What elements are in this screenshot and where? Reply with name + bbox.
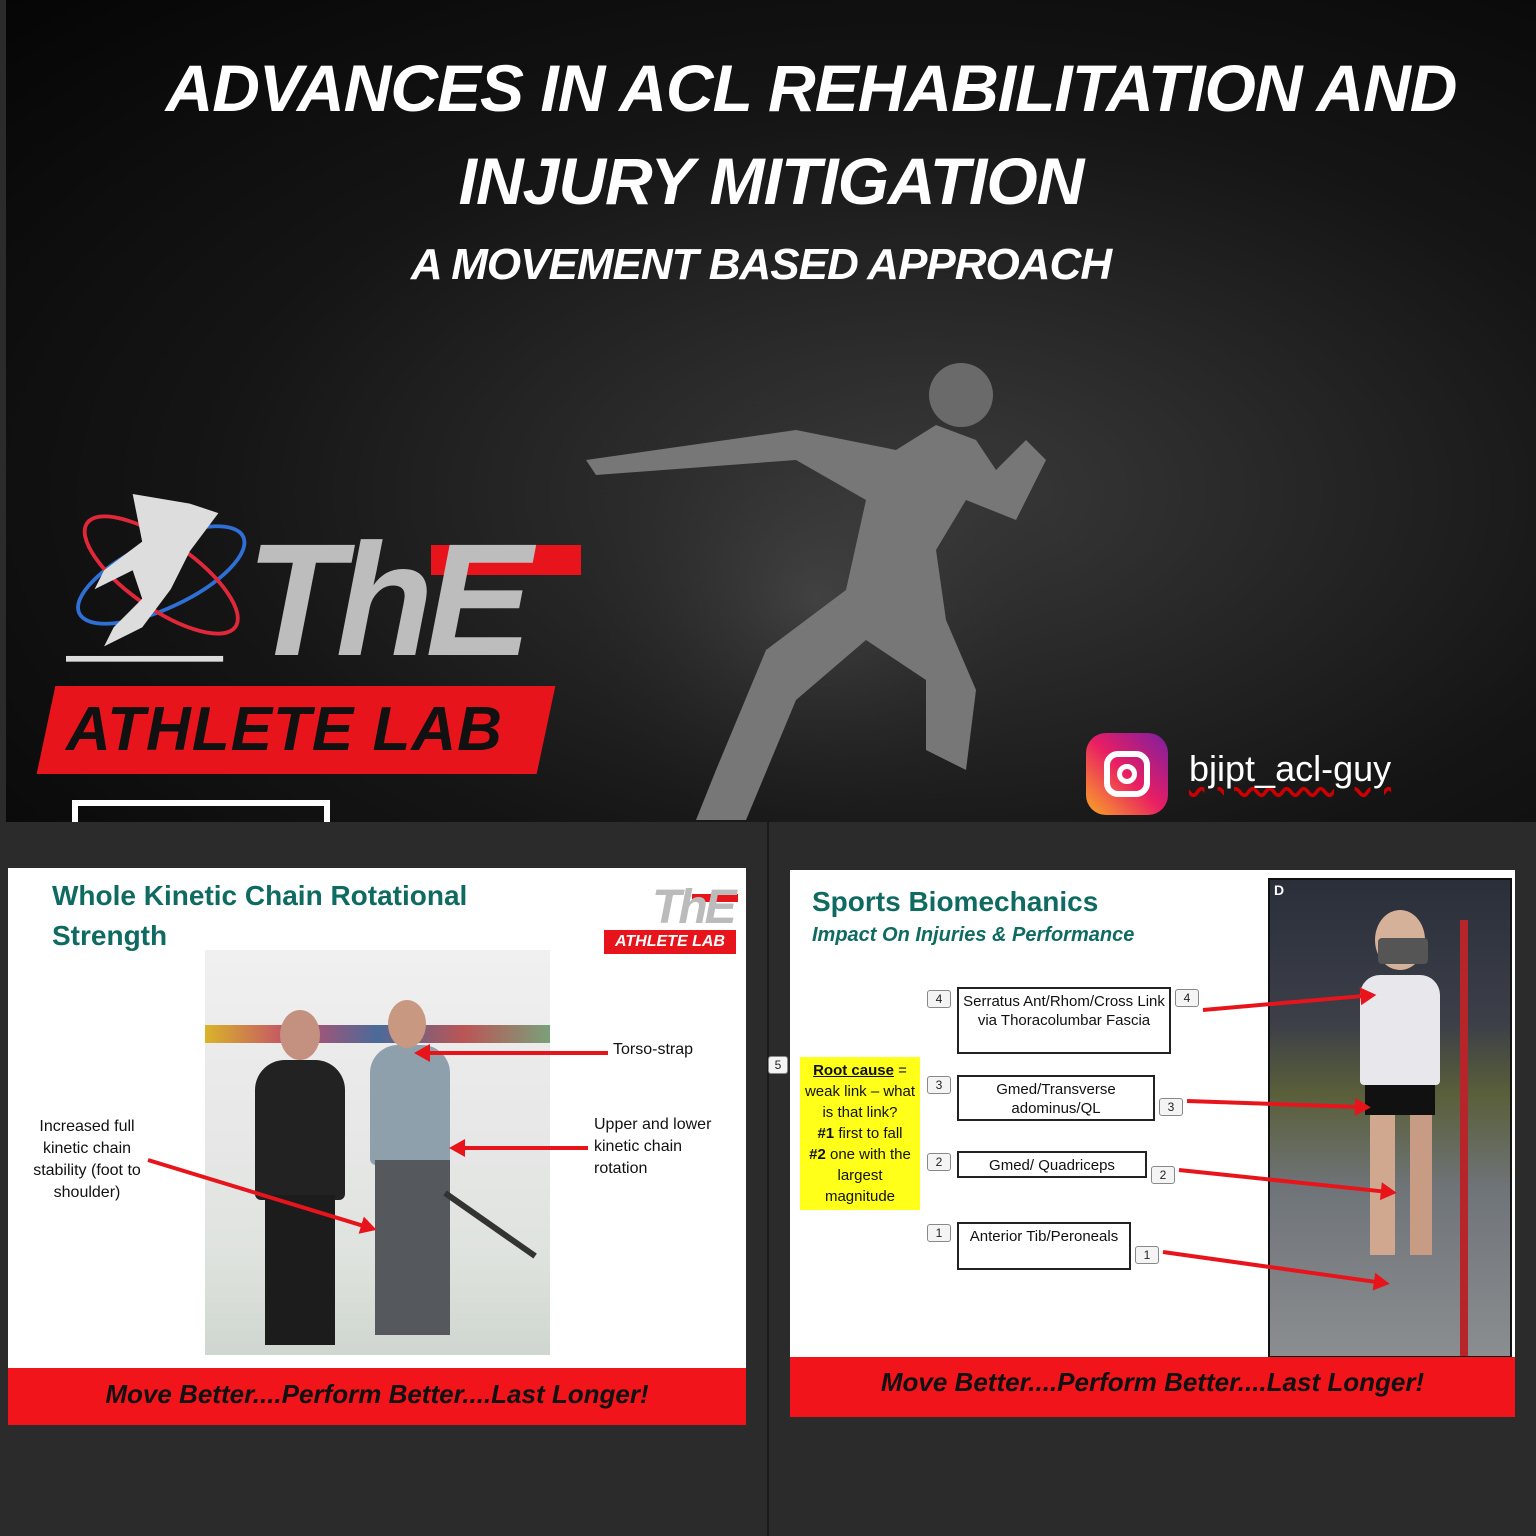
logo-lab-text: ATHLETE LAB [604,930,736,954]
priority-2-text: one with the largest magnitude [824,1146,911,1205]
arrow-torso [414,1044,608,1062]
label-rotation: Upper and lower kinetic chain rotation [594,1116,712,1177]
subtitle: A MOVEMENT BASED APPROACH [410,240,1112,289]
rank-badge: 2 [927,1153,951,1171]
title-line-1: ADVANCES IN ACL REHABILITATION AND [165,51,1458,125]
rank-badge: 4 [927,990,951,1008]
athlete-landing-photo: D [1268,878,1512,1358]
root-cause-heading: Root cause [813,1062,894,1079]
label-stability: Increased full kinetic chain stability (… [33,1118,141,1201]
rank-badge: 1 [927,1224,951,1242]
runner-orbit-icon [66,494,247,662]
rank-badge: 4 [1175,989,1199,1007]
logo-red-bar [692,894,738,902]
root-cause-text: = weak link – what is that link? [804,1062,916,1121]
athlete-lab-logo [46,480,247,680]
link-text: Gmed/ Quadriceps [989,1157,1115,1174]
logo-the-text: ThE [652,881,737,934]
slide-title: Sports Biomechanics [812,886,1099,917]
arrow-rotation [449,1139,588,1157]
link-text: Anterior Tib/Peroneals [969,1228,1119,1245]
instagram-icon[interactable] [1086,733,1168,815]
title-line-2: INJURY MITIGATION [458,144,1085,218]
link-text: Gmed/Transverse adominus/QL [996,1081,1116,1117]
link-text: Serratus Ant/Rhom/Cross Link via Thoraco… [963,993,1165,1029]
slide-footer: Move Better....Perform Better....Last Lo… [8,1368,746,1425]
qr-code[interactable] [72,800,330,822]
slide-title: Whole Kinetic Chain Rotational Strength [52,880,468,951]
rank-badge: 1 [1135,1246,1159,1264]
priority-2-label: #2 [809,1146,826,1163]
priority-1-label: #1 [817,1125,835,1142]
logo-lab-text: ATHLETE LAB [66,695,503,764]
link-box-3: Gmed/Transverse adominus/QL [957,1075,1155,1121]
logo-red-bar [431,545,581,575]
instagram-handle[interactable]: bjipt_acl-guy [1189,748,1392,789]
root-cause-note: Root cause = weak link – what is that li… [800,1057,920,1210]
logo-the-text: ThE [246,510,532,689]
link-box-4: Serratus Ant/Rhom/Cross Link via Thoraco… [957,987,1171,1054]
title-slide: ADVANCES IN ACL REHABILITATION AND INJUR… [0,0,1536,822]
label-torso-strap: Torso-strap [613,1041,694,1058]
athlete-lab-logo-small: ThE ATHLETE LAB [602,878,742,958]
slide-footer: Move Better....Perform Better....Last Lo… [790,1357,1515,1417]
link-box-2: Gmed/ Quadriceps [957,1151,1147,1178]
slide-biomechanics: Sports Biomechanics Impact On Injuries &… [790,870,1515,1417]
side-marker: 5 [768,1056,788,1074]
rank-badge: 2 [1151,1166,1175,1184]
slide-subtitle: Impact On Injuries & Performance [812,924,1135,946]
slide-kinetic-chain: Whole Kinetic Chain Rotational Strength … [8,868,746,1425]
sprinter-photo [566,363,1066,820]
priority-1-text: first to fall [834,1125,903,1142]
rank-badge: 3 [1159,1098,1183,1116]
photo-label: D [1274,882,1285,898]
training-photo [205,950,550,1355]
divider [767,822,769,1536]
link-box-1: Anterior Tib/Peroneals [957,1222,1131,1270]
rank-badge: 3 [927,1076,951,1094]
